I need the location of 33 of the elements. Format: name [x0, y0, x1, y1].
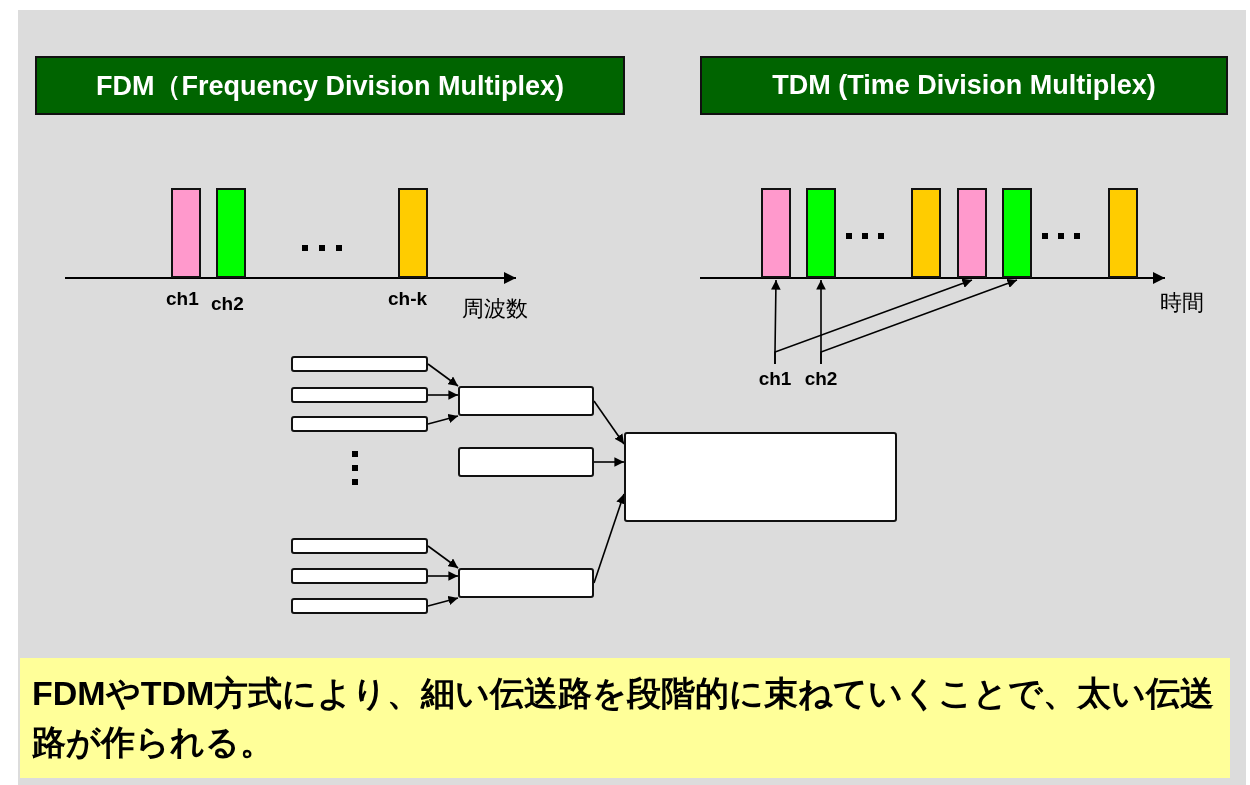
multiplexer-box [458, 386, 594, 416]
arrow [593, 457, 625, 467]
channel-bar [806, 188, 836, 278]
arrow [820, 278, 1018, 365]
title-banner: FDM（Frequency Division Multiplex) [35, 56, 625, 115]
channel-label: ch2 [800, 366, 842, 392]
channel-bar [171, 188, 201, 278]
channel-bar [761, 188, 791, 278]
arrow [774, 278, 973, 365]
arrow [427, 390, 459, 400]
channel-label: ch-k [388, 288, 428, 310]
channel-label: ch1 [166, 288, 199, 310]
channel-bar [957, 188, 987, 278]
title-banner: TDM (Time Division Multiplex) [700, 56, 1228, 115]
axis-label: 周波数 [462, 295, 528, 323]
channel-bar [911, 188, 941, 278]
channel-bar [1002, 188, 1032, 278]
channel-bar [216, 188, 246, 278]
note-box: FDMやTDM方式により、細い伝送路を段階的に束ねていくことで、太い伝送路が作られる。 [20, 658, 1230, 778]
channel-bar [1108, 188, 1138, 278]
channel-label: ch1 [755, 366, 795, 392]
arrow [427, 363, 459, 387]
axis-label: 時間 [1160, 289, 1204, 317]
arrow [427, 413, 459, 425]
multiplexer-box [458, 568, 594, 598]
arrow [593, 493, 626, 584]
channel-label: ch2 [211, 293, 244, 315]
arrow [593, 400, 625, 445]
channel-bar [398, 188, 428, 278]
multiplexer-box [458, 447, 594, 477]
arrow [427, 571, 459, 581]
arrow [427, 595, 459, 607]
arrow [427, 545, 459, 569]
